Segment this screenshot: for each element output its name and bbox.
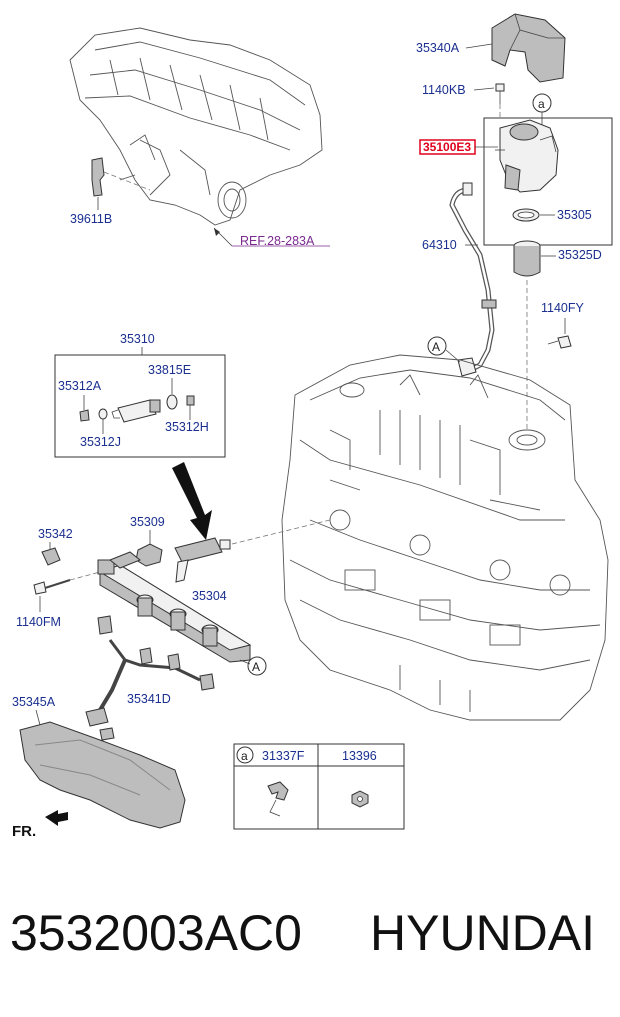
front-label: FR. xyxy=(12,823,36,840)
label-35310: 35310 xyxy=(120,332,155,346)
label-35309: 35309 xyxy=(130,515,165,529)
bracket-35342 xyxy=(41,547,61,566)
seal-35312a xyxy=(79,409,90,422)
part-number: 3532003AC0 xyxy=(10,905,302,961)
callout-a-pipe-text: A xyxy=(432,340,440,354)
clip-35312h xyxy=(186,395,195,406)
ref-label: REF.28-283A xyxy=(240,234,315,248)
bolt-1140fm xyxy=(33,579,71,595)
high-pressure-pump-35100 xyxy=(495,119,559,193)
callout-a-lower xyxy=(236,746,254,764)
clamp-31337f xyxy=(267,781,289,817)
small-parts-table xyxy=(233,743,405,830)
label-35305: 35305 xyxy=(557,208,592,222)
label-31337f: 31337F xyxy=(262,749,305,763)
callout-a-rail xyxy=(247,656,267,676)
label-1140fy: 1140FY xyxy=(541,301,585,315)
label-35341d: 35341D xyxy=(127,692,171,706)
o-ring-33815e xyxy=(166,394,178,410)
callout-a-rail-text: A xyxy=(252,660,260,674)
callout-a-lower-text: a xyxy=(241,749,248,763)
injector-in-kit xyxy=(111,399,161,423)
nut-13396 xyxy=(351,790,369,808)
engine-block xyxy=(281,354,609,721)
fuel-pipe-64310 xyxy=(449,182,497,377)
label-35312h: 35312H xyxy=(165,420,209,434)
pump-cover-35340a xyxy=(491,13,566,83)
washer-35312j xyxy=(98,408,108,420)
label-1140fm: 1140FM xyxy=(16,615,61,629)
label-35312j: 35312J xyxy=(80,435,121,449)
intake-manifold xyxy=(69,27,323,226)
label-33815e: 33815E xyxy=(148,363,191,377)
bolt-1140fy xyxy=(547,335,572,349)
assembly-arrow xyxy=(172,462,212,540)
front-arrow-icon xyxy=(45,810,68,826)
label-35304: 35304 xyxy=(192,589,227,603)
callout-a-upper-text: a xyxy=(538,97,545,111)
label-35342: 35342 xyxy=(38,527,73,541)
label-39611b: 39611B xyxy=(70,212,112,226)
label-35345a: 35345A xyxy=(12,695,56,709)
engine-cover-35345a xyxy=(19,721,186,829)
sensor-39611b xyxy=(91,157,151,210)
label-1140kb: 1140KB xyxy=(422,83,466,97)
injector-kit-box xyxy=(54,354,226,458)
label-64310: 64310 xyxy=(422,238,457,252)
label-13396: 13396 xyxy=(342,749,377,763)
injector xyxy=(174,537,231,583)
label-35100: 35100E3 xyxy=(423,140,471,154)
label-35340a: 35340A xyxy=(416,41,460,55)
label-35325d: 35325D xyxy=(558,248,602,262)
wiring-harness-35341d xyxy=(85,615,215,741)
label-35312a: 35312A xyxy=(58,379,102,393)
brand-name: HYUNDAI xyxy=(370,905,596,961)
tappet-35325d xyxy=(513,240,541,277)
clip-35309 xyxy=(135,543,163,567)
fuel-rail-35304 xyxy=(97,551,252,663)
callout-a-pipe xyxy=(427,336,447,356)
bolt-1140kb xyxy=(495,83,505,104)
